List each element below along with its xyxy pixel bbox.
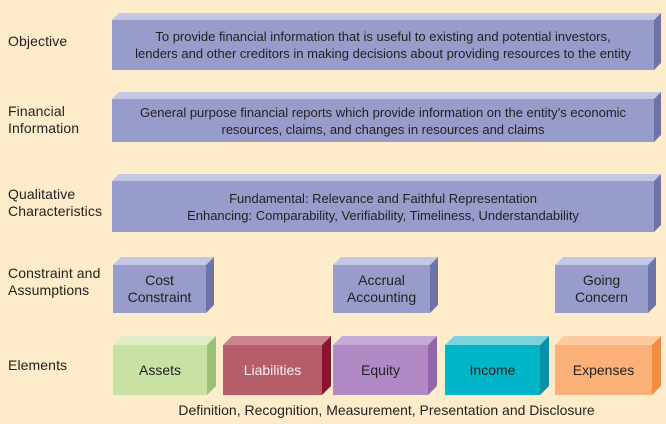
accrual-accounting-box: Accrual Accounting: [333, 257, 438, 313]
assets-box: Assets: [113, 336, 216, 395]
box-face: Fundamental: Relevance and Faithful Repr…: [112, 181, 654, 232]
box-text-line: Assets: [138, 361, 181, 378]
box-text-line: Income: [469, 361, 516, 378]
box-side-facet: [654, 92, 661, 142]
box-top-facet: [333, 336, 437, 345]
box-text-line: Constraint: [127, 289, 192, 305]
box-side-facet: [206, 257, 214, 313]
box-top-facet: [333, 257, 438, 265]
box-text-line: Accrual: [358, 272, 405, 288]
box-face: Income: [445, 345, 540, 395]
box-side-facet: [207, 336, 216, 395]
box-top-facet: [112, 174, 661, 181]
box-text-line: To provide financial information that is…: [155, 29, 611, 44]
objective-box: To provide financial information that is…: [112, 13, 661, 70]
box-top-facet: [113, 257, 214, 265]
box-top-facet: [223, 336, 331, 345]
box-side-facet: [652, 336, 661, 395]
box-face: Equity: [333, 345, 428, 395]
box-top-facet: [112, 92, 661, 99]
box-text-line: lenders and other creditors in making de…: [135, 46, 631, 61]
cost-constraint-box: Cost Constraint: [113, 257, 214, 313]
income-box: Income: [445, 336, 549, 395]
box-text-line: Liabilities: [243, 361, 302, 378]
box-face: Liabilities: [223, 345, 322, 395]
box-text-line: Concern: [575, 289, 628, 305]
box-text-line: resources, claims, and changes in resour…: [221, 121, 545, 137]
equity-box: Equity: [333, 336, 437, 395]
box-side-facet: [430, 257, 438, 313]
row-label-objective: Objective: [8, 33, 68, 49]
box-text-line: Going: [582, 272, 621, 288]
box-top-facet: [445, 336, 549, 345]
qualitative-characteristics-box: Fundamental: Relevance and Faithful Repr…: [112, 174, 661, 232]
box-top-facet: [555, 336, 661, 345]
box-side-facet: [322, 336, 331, 395]
box-text-line: Fundamental: Relevance and Faithful Repr…: [229, 190, 537, 206]
box-side-facet: [654, 174, 661, 232]
box-face: To provide financial information that is…: [112, 20, 654, 70]
liabilities-box: Liabilities: [223, 336, 331, 395]
box-face: Assets: [113, 345, 207, 395]
box-top-facet: [113, 336, 216, 345]
row-label-constraint-assumptions: Constraint and Assumptions: [8, 265, 101, 298]
box-face: Expenses: [555, 345, 652, 395]
box-text-line: Equity: [361, 361, 400, 378]
box-side-facet: [648, 257, 656, 313]
box-side-facet: [428, 336, 437, 395]
financial-information-box: General purpose financial reports which …: [112, 92, 661, 142]
expenses-box: Expenses: [555, 336, 661, 395]
box-face: Going Concern: [555, 265, 648, 313]
box-face: General purpose financial reports which …: [112, 99, 654, 142]
box-side-facet: [654, 13, 661, 70]
box-side-facet: [540, 336, 549, 395]
row-label-qualitative-characteristics: Qualitative Characteristics: [8, 186, 103, 219]
box-top-facet: [555, 257, 656, 265]
box-text-line: Expenses: [572, 361, 635, 378]
box-text-line: Accounting: [346, 289, 417, 305]
box-face: Accrual Accounting: [333, 265, 430, 313]
box-top-facet: [112, 13, 661, 20]
box-face: Cost Constraint: [113, 265, 206, 313]
box-text-line: General purpose financial reports which …: [139, 104, 627, 120]
row-label-elements: Elements: [8, 357, 68, 373]
row-label-financial-information: Financial Information: [8, 103, 80, 136]
box-text-line: Cost: [145, 272, 174, 288]
going-concern-box: Going Concern: [555, 257, 656, 313]
box-text-line: Enhancing: Comparability, Verifiability,…: [187, 207, 579, 223]
elements-process-caption: Definition, Recognition, Measurement, Pr…: [178, 402, 595, 418]
